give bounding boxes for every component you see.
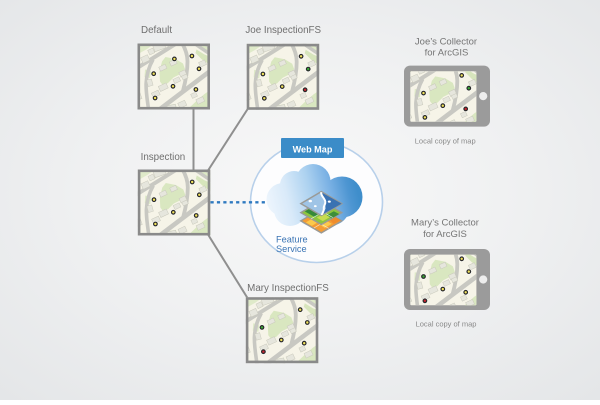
svg-text:Default: Default xyxy=(141,25,172,36)
svg-text:Joe’s Collector: Joe’s Collector xyxy=(415,36,477,47)
svg-text:for ArcGIS: for ArcGIS xyxy=(425,48,469,59)
svg-text:Local copy of map: Local copy of map xyxy=(415,137,476,146)
svg-text:Feature: Feature xyxy=(276,234,308,244)
svg-text:Inspection: Inspection xyxy=(141,152,186,163)
svg-text:Web Map: Web Map xyxy=(293,144,333,154)
svg-text:Local copy of map: Local copy of map xyxy=(416,320,477,329)
svg-text:Mary InspectionFS: Mary InspectionFS xyxy=(247,283,329,294)
svg-text:Mary’s Collector: Mary’s Collector xyxy=(411,218,479,229)
svg-text:Service: Service xyxy=(276,244,307,254)
svg-text:Joe InspectionFS: Joe InspectionFS xyxy=(245,25,321,36)
svg-text:for ArcGIS: for ArcGIS xyxy=(423,229,467,240)
